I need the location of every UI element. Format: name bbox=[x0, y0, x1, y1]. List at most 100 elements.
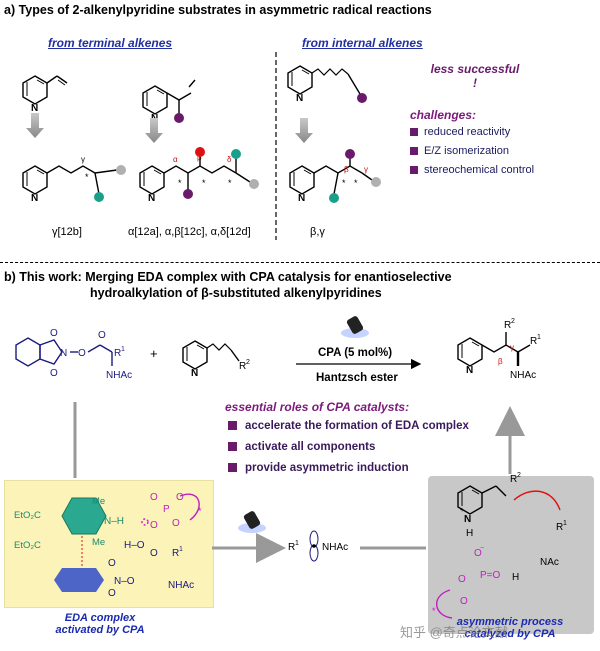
svg-text:H–O: H–O bbox=[124, 540, 145, 551]
svg-text:O: O bbox=[150, 548, 158, 559]
panel-b-scheme: O O N O O R 1 NHAc + N R 2 N R 2 β γ bbox=[14, 316, 567, 619]
bullet-square-icon bbox=[228, 463, 237, 473]
bullet-square-icon bbox=[228, 442, 237, 452]
svg-text:O: O bbox=[108, 558, 116, 569]
svg-text:N: N bbox=[464, 514, 471, 525]
svg-text:δ: δ bbox=[227, 155, 232, 164]
asymmetric-complex-structure: N + H R 2 R 1 NAc H O − P=O O O * bbox=[432, 472, 567, 619]
svg-text:γ: γ bbox=[81, 155, 85, 164]
svg-text:N: N bbox=[148, 193, 155, 204]
svg-text:1: 1 bbox=[179, 546, 183, 553]
svg-text:O: O bbox=[50, 328, 58, 339]
terminal-heading: from terminal alkenes bbox=[48, 36, 173, 50]
svg-text:NHAc: NHAc bbox=[510, 370, 536, 381]
svg-text:R: R bbox=[172, 548, 179, 559]
challenge-item: stereochemical control bbox=[410, 164, 534, 176]
internal-heading: from internal alkenes bbox=[302, 36, 423, 50]
bullet-square-icon bbox=[410, 147, 418, 156]
svg-text:α: α bbox=[173, 155, 178, 164]
svg-text:1: 1 bbox=[121, 346, 125, 353]
reagent-hantzsch: Hantzsch ester bbox=[316, 372, 398, 384]
watermark: 知乎 @奇点论文献 bbox=[400, 625, 508, 640]
svg-text:*: * bbox=[432, 606, 436, 616]
svg-text:H: H bbox=[466, 528, 473, 539]
svg-text:N: N bbox=[298, 193, 305, 204]
label-beta-gamma: β,γ bbox=[310, 226, 325, 238]
svg-text:*: * bbox=[198, 506, 202, 516]
svg-text:−: − bbox=[480, 545, 484, 552]
svg-text:R: R bbox=[510, 474, 517, 485]
vinylpyridine-structure: N bbox=[22, 75, 68, 114]
role-item: activate all components bbox=[228, 441, 375, 453]
svg-text:O: O bbox=[98, 330, 106, 341]
blue-light-icon bbox=[341, 316, 369, 338]
svg-text:N: N bbox=[31, 193, 38, 204]
role-item: provide asymmetric induction bbox=[228, 462, 409, 474]
eda-complex-structure: EtO₂C EtO₂C Me Me N–H O P O O O * H–O O … bbox=[14, 492, 202, 599]
svg-text:β: β bbox=[344, 165, 349, 174]
panel-b-title: b) This work: Merging EDA complex with C… bbox=[4, 270, 452, 284]
svg-text:NAc: NAc bbox=[540, 557, 559, 568]
svg-text:+: + bbox=[150, 346, 158, 361]
svg-text:O: O bbox=[78, 348, 86, 359]
bullet-square-icon bbox=[410, 166, 418, 175]
svg-text:N: N bbox=[466, 365, 473, 376]
svg-text:R: R bbox=[504, 320, 511, 331]
svg-text:1: 1 bbox=[537, 334, 541, 341]
svg-text:2: 2 bbox=[511, 318, 515, 325]
eda-caption: EDA complex activated by CPA bbox=[55, 612, 145, 636]
svg-text:EtO₂C: EtO₂C bbox=[14, 510, 41, 521]
section-divider bbox=[0, 262, 600, 263]
svg-text:N–H: N–H bbox=[104, 516, 124, 527]
bullet-square-icon bbox=[410, 128, 418, 137]
roles-title: essential roles of CPA catalysts: bbox=[225, 400, 410, 414]
svg-text:N: N bbox=[31, 103, 38, 114]
challenge-item: reduced reactivity bbox=[410, 126, 510, 138]
asymmetric-process-panel bbox=[428, 476, 594, 634]
svg-text:O: O bbox=[108, 588, 116, 599]
svg-text:R: R bbox=[530, 336, 537, 347]
product-structure: N R 2 β γ R 1 NHAc bbox=[457, 318, 541, 381]
svg-text:1: 1 bbox=[563, 520, 567, 527]
svg-text:*: * bbox=[85, 172, 89, 182]
panel-b-subtitle: hydroalkylation of β-substituted alkenyl… bbox=[90, 286, 382, 300]
svg-text:2: 2 bbox=[246, 359, 250, 366]
challenge-item: E/Z isomerization bbox=[410, 145, 509, 157]
svg-text:O: O bbox=[458, 574, 466, 585]
panel-a-structures: N N γ * N N α β δ * * * bbox=[22, 52, 381, 240]
svg-text:γ: γ bbox=[510, 343, 514, 352]
svg-text:*: * bbox=[354, 178, 358, 188]
svg-text:Me: Me bbox=[92, 537, 105, 548]
svg-text:N: N bbox=[191, 368, 198, 379]
svg-text:*: * bbox=[228, 178, 232, 188]
nhpi-ester-structure: O O N O O R 1 NHAc bbox=[15, 328, 132, 381]
svg-text:R: R bbox=[556, 522, 563, 533]
svg-text:γ: γ bbox=[364, 165, 368, 174]
svg-text:+: + bbox=[460, 507, 464, 514]
svg-text:P: P bbox=[163, 504, 170, 515]
panel-a-title: a) Types of 2-alkenylpyridine substrates… bbox=[4, 3, 432, 17]
alpha-amino-radical: R 1 NHAc bbox=[288, 530, 348, 562]
svg-text:Me: Me bbox=[92, 496, 105, 507]
svg-text:NHAc: NHAc bbox=[106, 370, 132, 381]
svg-text:NHAc: NHAc bbox=[168, 580, 194, 591]
svg-text:EtO₂C: EtO₂C bbox=[14, 540, 41, 551]
svg-text:P=O: P=O bbox=[480, 570, 501, 581]
eda-complex-panel bbox=[4, 480, 214, 608]
svg-text:β: β bbox=[498, 357, 503, 366]
svg-text:R: R bbox=[288, 542, 295, 553]
svg-text:O: O bbox=[150, 492, 158, 503]
bullet-square-icon bbox=[228, 421, 237, 431]
svg-text:O: O bbox=[474, 548, 482, 559]
less-successful-note: less successful ! bbox=[430, 62, 520, 90]
svg-text:2: 2 bbox=[517, 472, 521, 479]
svg-text:NHAc: NHAc bbox=[322, 542, 348, 553]
svg-text:*: * bbox=[178, 178, 182, 188]
label-alpha: α[12a], α,β[12c], α,δ[12d] bbox=[128, 226, 251, 238]
asym-caption: asymmetric process catalyzed by CPA bbox=[456, 616, 564, 640]
svg-text:R: R bbox=[239, 361, 246, 372]
svg-text:*: * bbox=[202, 178, 206, 188]
svg-text:O: O bbox=[172, 518, 180, 529]
role-item: accelerate the formation of EDA complex bbox=[228, 420, 469, 432]
svg-text:1: 1 bbox=[295, 540, 299, 547]
